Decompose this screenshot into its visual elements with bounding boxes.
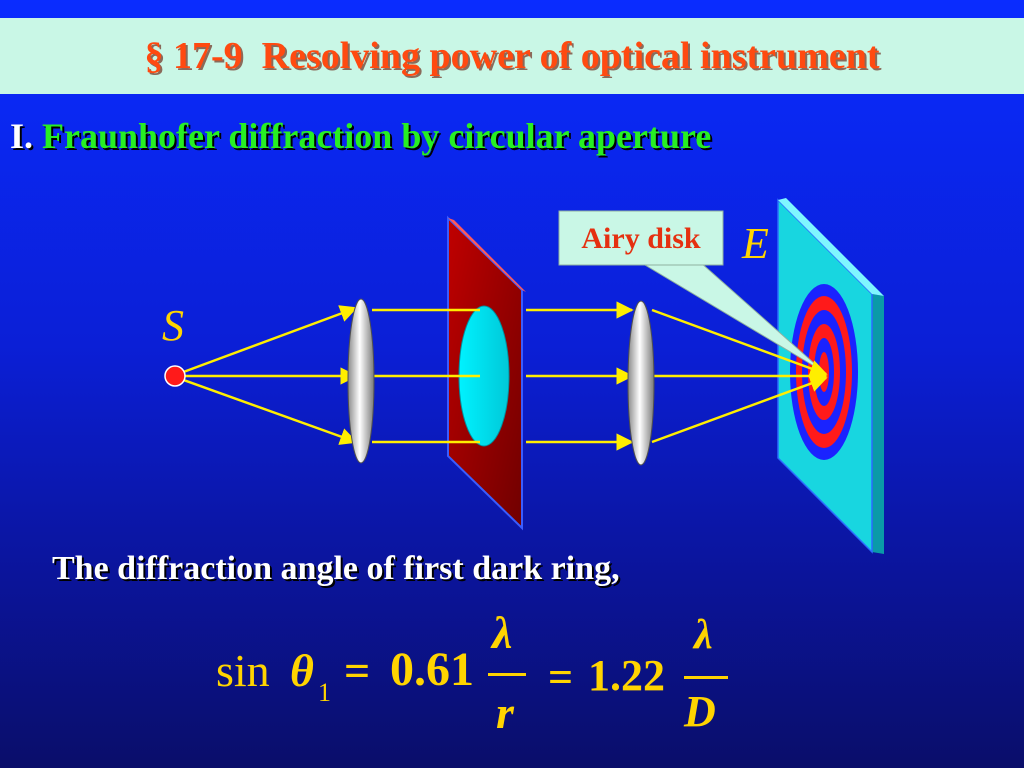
eq-sin: sin	[216, 645, 270, 696]
section-heading: I. Fraunhofer diffraction by circular ap…	[10, 115, 711, 157]
rays-converging	[651, 308, 828, 444]
eq-theta: θ	[290, 645, 314, 696]
airy-disk-callout	[558, 210, 724, 266]
eq-equals-2: =	[548, 653, 574, 702]
second-lens	[627, 300, 655, 466]
eq-equals-1: =	[344, 645, 371, 696]
rays-parallel	[372, 301, 634, 451]
rays-source	[177, 305, 358, 445]
eq-coef-1: 0.61	[390, 643, 474, 696]
eq-subscript: 1	[318, 678, 331, 707]
eq-lambda-1: λ	[492, 607, 513, 658]
screen-top-edge	[778, 198, 884, 296]
slide-title: § 17-9 Resolving power of optical instru…	[144, 35, 880, 77]
heading-number: I.	[10, 116, 34, 156]
screen-side	[872, 294, 884, 554]
title-band: § 17-9 Resolving power of optical instru…	[0, 18, 1024, 94]
caption-text: The diffraction angle of first dark ring…	[52, 550, 620, 587]
eq-lambda-2: λ	[694, 612, 713, 658]
first-lens	[347, 298, 375, 464]
airy-disk-label: Airy disk	[581, 222, 701, 255]
point-source	[164, 365, 186, 387]
heading-text: Fraunhofer diffraction by circular apert…	[42, 116, 712, 156]
eq-denom-1: r	[496, 687, 514, 738]
eq-fraction-bar-1	[488, 673, 526, 676]
screen-label: E	[741, 219, 769, 268]
source-label: S	[162, 301, 184, 350]
eq-denom-2: D	[684, 687, 716, 736]
aperture-plate-edge	[448, 218, 526, 292]
eq-coef-2: 1.22	[588, 651, 665, 700]
eq-fraction-bar-2	[684, 676, 728, 679]
